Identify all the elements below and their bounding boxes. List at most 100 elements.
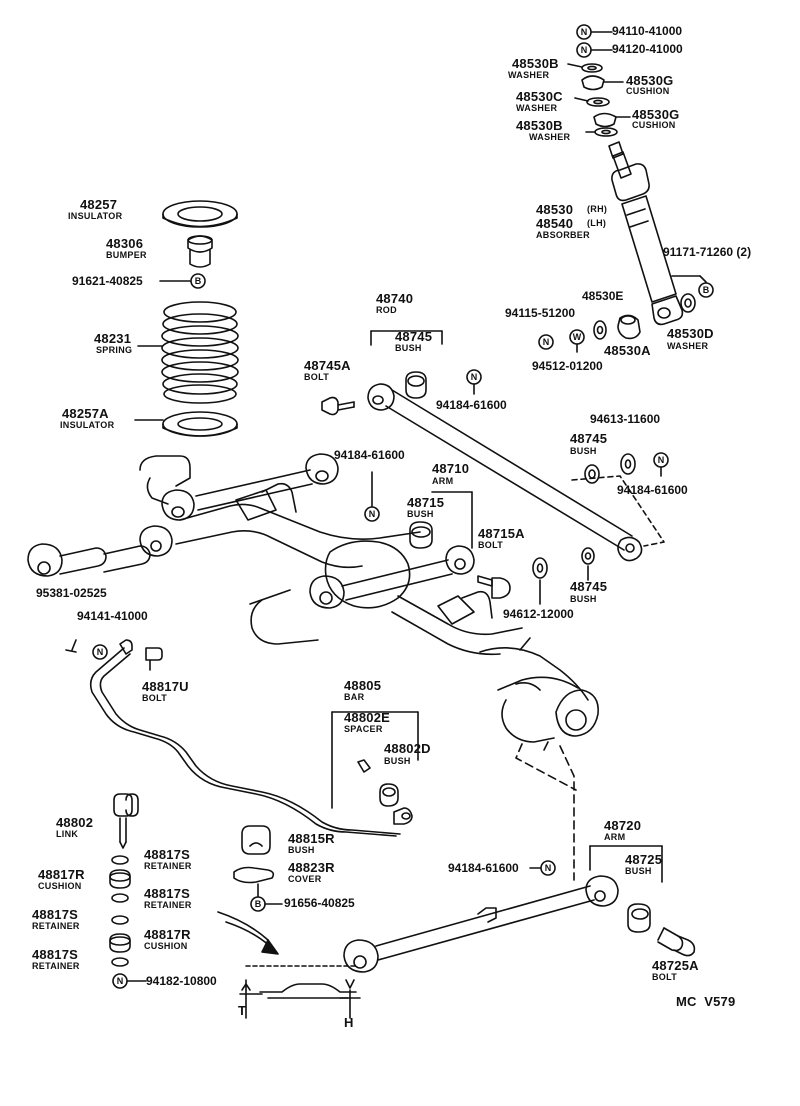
footer-code: MC V579 [676, 994, 736, 1009]
left-lower-arms [27, 453, 339, 577]
part-side: (LH) [587, 218, 607, 228]
part-label: 94115-51200 [505, 306, 576, 320]
part-label: 48817S [32, 947, 79, 962]
part-name: BUSH [384, 756, 411, 766]
part-name: SPACER [344, 724, 383, 734]
part-name: SPRING [96, 345, 133, 355]
shock-top-hardware [567, 24, 631, 137]
part-label: 48530G [632, 107, 680, 122]
part-label: 48540 [536, 216, 574, 231]
symbol-n-icon: N [581, 27, 588, 37]
coil-spring-stack [134, 200, 239, 437]
part-label: 48530B [512, 56, 559, 71]
part-name: CUSHION [144, 941, 188, 951]
part-label: 48802D [384, 741, 431, 756]
part-label: 94110-41000 [612, 24, 683, 38]
part-name: CUSHION [632, 120, 676, 130]
part-label: 48745A [304, 358, 351, 373]
dimension-t: T [238, 1003, 247, 1018]
symbol-w-icon: W [573, 332, 582, 342]
part-name: ARM [432, 476, 454, 486]
part-label: 48530C [516, 89, 563, 104]
part-name: BOLT [142, 693, 168, 703]
symbol-b-icon: B [195, 276, 202, 286]
part-name: WASHER [508, 70, 550, 80]
part-label: 48745 [395, 329, 433, 344]
part-name: BUSH [288, 845, 315, 855]
stabilizer-bar [65, 639, 419, 837]
part-name: RETAINER [144, 861, 192, 871]
part-name: BAR [344, 692, 365, 702]
part-label: 91621-40825 [72, 274, 143, 288]
part-label: 48530A [604, 343, 651, 358]
part-name: BOLT [304, 372, 330, 382]
part-label: 94184-61600 [436, 398, 507, 412]
part-name: BOLT [652, 972, 678, 982]
part-label: 48725 [625, 852, 663, 867]
dimension-h: H [344, 1015, 354, 1030]
upper-rod-48740 [321, 330, 669, 581]
symbol-n-icon: N [543, 337, 550, 347]
part-label: 48530B [516, 118, 563, 133]
part-label: 48715A [478, 526, 525, 541]
part-label: 48817R [144, 927, 191, 942]
symbol-n-icon: N [117, 976, 124, 986]
part-name: RETAINER [32, 961, 80, 971]
part-name: ABSORBER [536, 230, 590, 240]
part-label: 48530E [582, 289, 624, 303]
part-name: BUSH [395, 343, 422, 353]
part-label: 94613-11600 [590, 412, 661, 426]
symbol-n-icon: N [581, 45, 588, 55]
part-label: 48715 [407, 495, 445, 510]
part-name: BOLT [478, 540, 504, 550]
part-label: 48817U [142, 679, 189, 694]
part-name: BUSH [407, 509, 434, 519]
axle-housing [139, 455, 599, 881]
part-name: CUSHION [626, 86, 670, 96]
part-label: 48817R [38, 867, 85, 882]
part-label: 48530G [626, 73, 674, 88]
link-stack [109, 793, 147, 989]
part-label: 48725A [652, 958, 699, 973]
part-name: BUSH [570, 446, 597, 456]
part-label: 48817S [144, 847, 191, 862]
part-label: 48530D [667, 326, 714, 341]
part-label: 91656-40825 [284, 896, 355, 910]
part-label: 94120-41000 [612, 42, 683, 56]
part-name: COVER [288, 874, 322, 884]
part-label: 94512-01200 [532, 359, 603, 373]
part-label: 48805 [344, 678, 382, 693]
part-name: RETAINER [144, 900, 192, 910]
part-name: WASHER [516, 103, 558, 113]
part-label: 48257A [62, 406, 109, 421]
part-name: ROD [376, 305, 397, 315]
part-name: INSULATOR [68, 211, 123, 221]
symbol-b-icon: B [703, 285, 710, 295]
part-label: 95381-02525 [36, 586, 107, 600]
symbol-n-icon: N [471, 372, 478, 382]
part-name: WASHER [529, 132, 571, 142]
part-label: 48802 [56, 815, 94, 830]
symbol-n-icon: N [658, 455, 665, 465]
part-label: 91171-71260 (2) [663, 245, 752, 259]
part-label: 94184-61600 [617, 483, 688, 497]
part-label: 48745 [570, 579, 608, 594]
part-name: BUSH [570, 594, 597, 604]
part-label: 48823R [288, 860, 335, 875]
shock-lower-hardware [538, 314, 641, 353]
part-label: 48710 [432, 461, 470, 476]
part-name: BUMPER [106, 250, 147, 260]
part-side: (RH) [587, 204, 608, 214]
part-label: 94612-12000 [503, 607, 574, 621]
part-name: CUSHION [38, 881, 82, 891]
arm-48710 [309, 471, 548, 609]
part-name: LINK [56, 829, 79, 839]
part-label: 48817S [144, 886, 191, 901]
part-label: 48530 [536, 202, 574, 217]
symbol-letters: N N B B W N N N N N N B N [97, 27, 710, 986]
part-label: 48720 [604, 818, 642, 833]
part-label: 94184-61600 [334, 448, 405, 462]
part-name: INSULATOR [60, 420, 115, 430]
lower-arm-48720 [343, 845, 696, 973]
